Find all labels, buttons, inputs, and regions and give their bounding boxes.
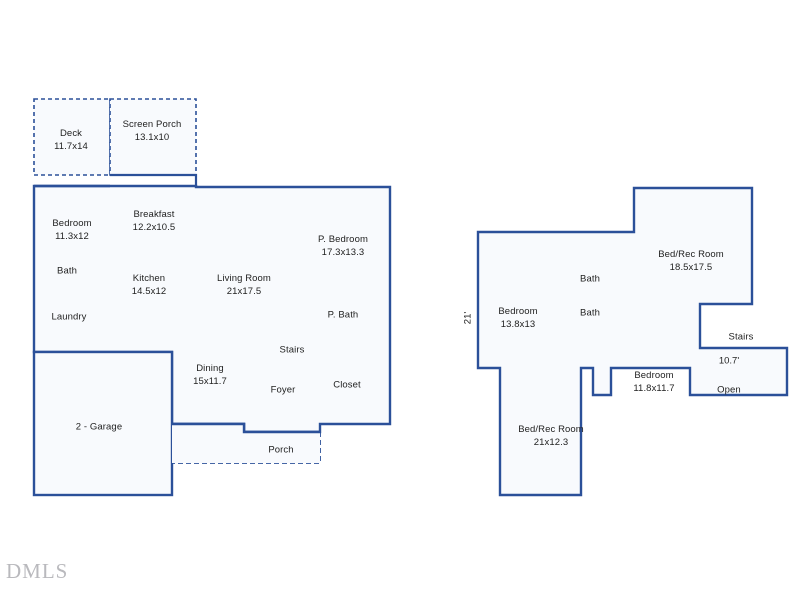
main-level-plan: [32, 98, 392, 497]
room-shape-upper-outline: [476, 186, 789, 497]
room-shape-screen-porch: [109, 98, 197, 176]
room-shape-garage: [32, 350, 174, 497]
room-shape-deck: [33, 98, 111, 176]
wall-screen-porch-connector: [110, 173, 198, 187]
measurement-stairs-width: 10.7': [718, 355, 740, 367]
measurement-left-wall-length: 21': [462, 311, 474, 325]
watermark-dmls: DMLS: [6, 559, 69, 583]
room-shape-porch-fill: [172, 424, 320, 463]
upper-level-plan: [476, 186, 789, 497]
room-shape-porch-outline-repeat: [172, 422, 320, 434]
